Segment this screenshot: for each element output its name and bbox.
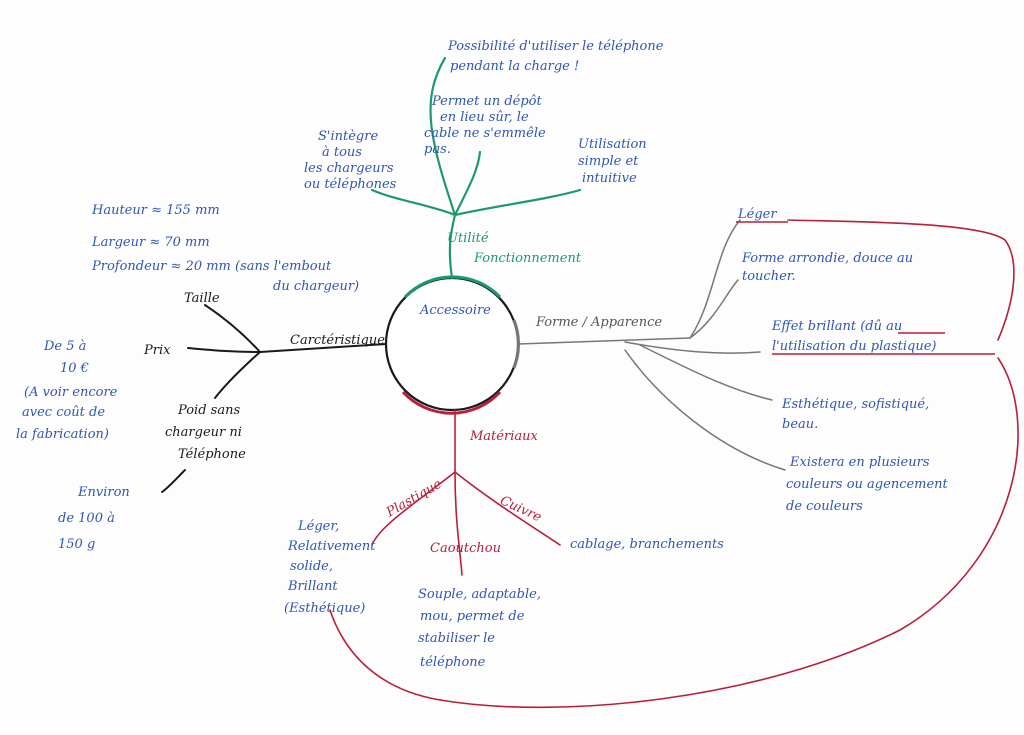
central-node: Accessoire bbox=[384, 275, 521, 415]
label-caoutchouc: Caoutchou bbox=[430, 541, 501, 556]
dimensions-text: Hauteur ≈ 155 mm Largeur ≈ 70 mm Profond… bbox=[91, 203, 359, 294]
relation-connectors bbox=[329, 219, 1019, 709]
leaf-integre-chargeurs: S'intègre à tous les chargeurs ou téléph… bbox=[304, 129, 398, 192]
label-plastique: Plastique bbox=[383, 477, 445, 521]
cuivre-detail: cablage, branchements bbox=[570, 537, 724, 552]
leaf-depot-lieu-sur: Permet un dépôt en lieu sûr, le cable ne… bbox=[424, 94, 550, 157]
plastique-detail: Léger, Relativement solide, Brillant (Es… bbox=[284, 519, 380, 616]
label-cuivre: Cuivre bbox=[498, 493, 544, 525]
branch-label-utilite: Utilité bbox=[447, 231, 489, 246]
central-label: Accessoire bbox=[419, 303, 491, 318]
label-poids: Poid sans chargeur ni Téléphone bbox=[165, 403, 246, 462]
branch-materiaux: Matériaux Plastique Caoutchou Cuivre Lég… bbox=[284, 409, 724, 670]
branch-forme: Forme / Apparence Léger Forme arrondie, … bbox=[517, 207, 995, 514]
poids-detail: Environ de 100 à 150 g bbox=[58, 485, 134, 552]
leaf-effet-brillant: Effet brillant (dû au l'utilisation du p… bbox=[771, 319, 937, 354]
label-taille: Taille bbox=[184, 291, 220, 306]
caoutchouc-detail: Souple, adaptable, mou, permet de stabil… bbox=[418, 587, 545, 670]
branch-caracteristique: Carctéristique Taille Hauteur ≈ 155 mm L… bbox=[16, 203, 387, 552]
branch-label-materiaux: Matériaux bbox=[469, 429, 538, 444]
label-prix: Prix bbox=[143, 343, 171, 358]
branch-label-caracteristique: Carctéristique bbox=[290, 333, 385, 348]
leaf-leger: Léger bbox=[737, 207, 777, 222]
branch-label-forme: Forme / Apparence bbox=[535, 315, 662, 330]
branch-label-fonctionnement: Fonctionnement bbox=[473, 251, 582, 266]
leaf-utilisation-simple: Utilisation simple et intuitive bbox=[578, 137, 651, 186]
branch-fonctionnement: Utilité Fonctionnement Possibilité d'uti… bbox=[304, 39, 668, 280]
leaf-forme-arrondie: Forme arrondie, douce au toucher. bbox=[741, 251, 917, 284]
leaf-esthetique: Esthétique, sofistiqué, beau. bbox=[781, 397, 933, 432]
leaf-utiliser-telephone: Possibilité d'utiliser le téléphone pend… bbox=[447, 39, 668, 74]
leaf-couleurs: Existera en plusieurs couleurs ou agence… bbox=[786, 455, 952, 514]
prix-detail: De 5 à 10 € (A voir encore avec coût de … bbox=[16, 339, 122, 442]
